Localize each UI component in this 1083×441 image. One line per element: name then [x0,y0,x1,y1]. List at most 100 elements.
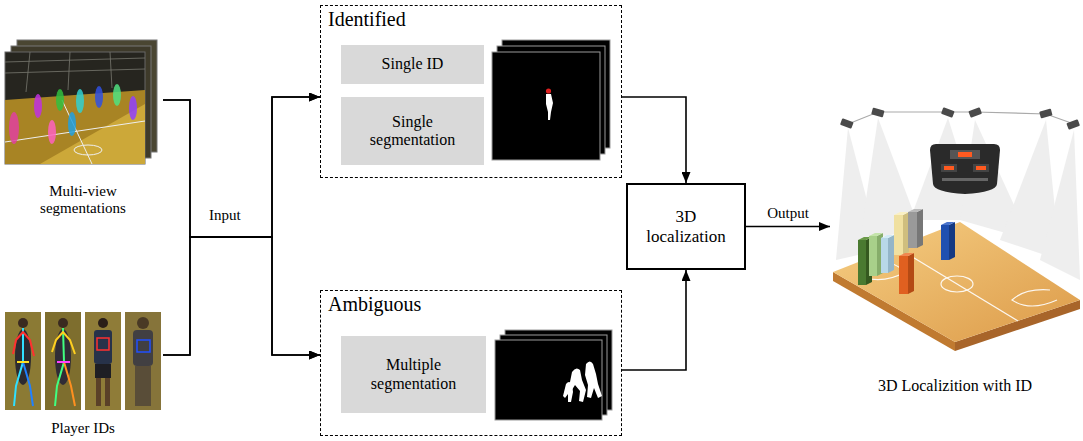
illustration-shape [58,318,68,328]
illustration-shape [563,382,573,402]
illustration-shape [97,338,109,350]
illustration-shape [57,361,70,363]
illustration-shape [941,225,949,260]
illustration-shape [941,222,955,260]
single-mask-stack [492,40,610,160]
illustration-shape [894,212,909,215]
illustration-shape [52,332,75,354]
illustration-shape [968,107,982,118]
illustration-shape [129,96,137,120]
illustration-shape [1039,109,1052,119]
illustration-shape [125,312,161,410]
illustration-shape [26,52,30,92]
illustration-shape [13,332,34,356]
illustration-shape [546,94,553,120]
arena-illustration [833,107,1080,351]
flow-label: Input [209,207,241,224]
flow-arrow [622,270,686,370]
illustration-shape [137,317,149,329]
illustration-shape [74,145,102,155]
illustration-shape [950,150,980,159]
illustration-shape [949,222,955,260]
illustration-shape [56,89,64,111]
illustration-shape [45,312,81,410]
illustration-shape [23,362,33,406]
illustration-shape [1012,290,1057,306]
illustration-shape [64,362,75,406]
illustration-shape [894,212,909,255]
illustration-shape [871,108,884,118]
illustration-shape [40,104,145,164]
flow-arrow [746,226,830,228]
illustration-shape [68,112,76,136]
illustration-shape [908,209,923,248]
process-box: Single segmentation [341,97,484,165]
illustration-shape [888,235,894,273]
illustration-shape [5,58,145,62]
illustration-shape [95,364,111,378]
illustration-shape [5,90,145,164]
illustration-shape [941,276,973,292]
illustration-shape [941,107,955,118]
illustration-shape [98,318,108,328]
illustration-shape [869,233,883,276]
illustration-shape [34,94,42,118]
illustration-shape [942,178,988,181]
box-text: Multiple segmentation [359,356,469,393]
illustration-shape [18,318,28,328]
process-box: 3D localization [626,183,746,270]
illustration-shape [125,312,161,410]
illustration-shape [941,164,957,172]
illustration-shape [899,253,914,294]
illustration-shape [858,240,866,285]
box-text: Single segmentation [358,113,468,150]
group-heading: Identified [328,8,614,31]
illustration-shape [899,253,914,256]
group-heading: Ambiguous [328,293,614,316]
illustration-shape [17,361,29,363]
image-caption-block: 3D Localizition with ID [830,95,1080,395]
illustration-shape [85,312,121,410]
illustration-shape [896,247,1018,321]
illustration-shape [869,236,877,276]
illustration-shape [9,112,19,144]
illustration-shape [908,209,923,212]
box-text: 3D localization [636,207,736,246]
illustration-shape [930,144,1000,194]
illustration-shape [894,215,903,255]
illustration-shape [585,362,602,399]
figure-caption: Multi-view segmentations [23,183,143,218]
illustration-shape [881,235,894,273]
flow-arrow [163,97,320,237]
illustration-shape [113,84,121,106]
image-caption-block: Multi-view segmentations [3,35,163,217]
illustration-shape [546,88,551,93]
illustration-shape [495,340,602,420]
illustration-shape [941,222,955,225]
illustration-shape [96,378,101,406]
illustration-shape [45,312,81,410]
illustration-shape [881,235,894,238]
flow-arrow [163,237,320,355]
illustration-shape [492,52,600,160]
illustration-shape [94,330,112,364]
figure-caption: Player IDs [51,420,115,437]
illustration-shape [135,366,151,406]
illustration-shape [833,222,1080,342]
player-bars [858,209,955,294]
process-box: Single ID [341,45,484,84]
flow-arrow [163,97,320,355]
dashed-group: AmbiguousMultiple segmentation [320,290,622,436]
multi-view-photo-stack [5,40,157,164]
illustration-shape [869,233,883,236]
player-id-thumbnails [5,312,161,410]
illustration-shape [917,209,923,248]
dashed-group: IdentifiedSingle ID Single segmentation [320,5,622,178]
process-box: Multiple segmentation [341,336,486,413]
multiple-mask-stack [495,330,612,420]
figure-caption: 3D Localizition with ID [878,377,1032,395]
illustration-shape [958,152,972,157]
